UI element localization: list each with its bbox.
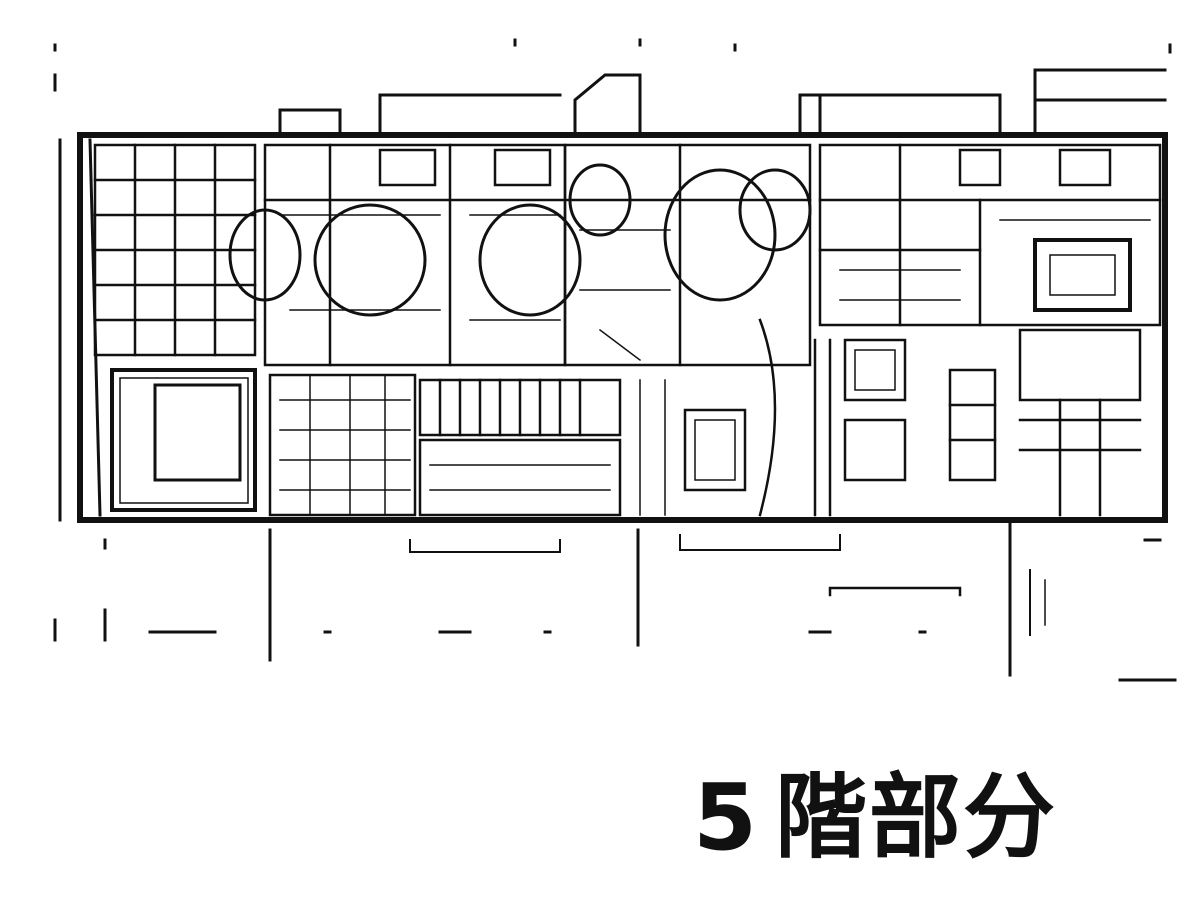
roof-features xyxy=(278,68,1167,137)
dimension-ticks xyxy=(53,38,1177,682)
stair-core-left xyxy=(93,143,257,357)
room-bottom-left xyxy=(110,368,257,512)
building-outline xyxy=(77,132,1168,523)
lower-rooms xyxy=(268,318,777,517)
dimension-lines xyxy=(58,138,1046,677)
central-rooms xyxy=(263,143,1112,367)
right-wing xyxy=(813,143,1162,517)
floor-number: 5 xyxy=(693,764,760,871)
planting-circles xyxy=(228,163,812,317)
floor-label-text: 階部分 xyxy=(775,764,1058,871)
interior-detail-lines xyxy=(279,214,1151,516)
